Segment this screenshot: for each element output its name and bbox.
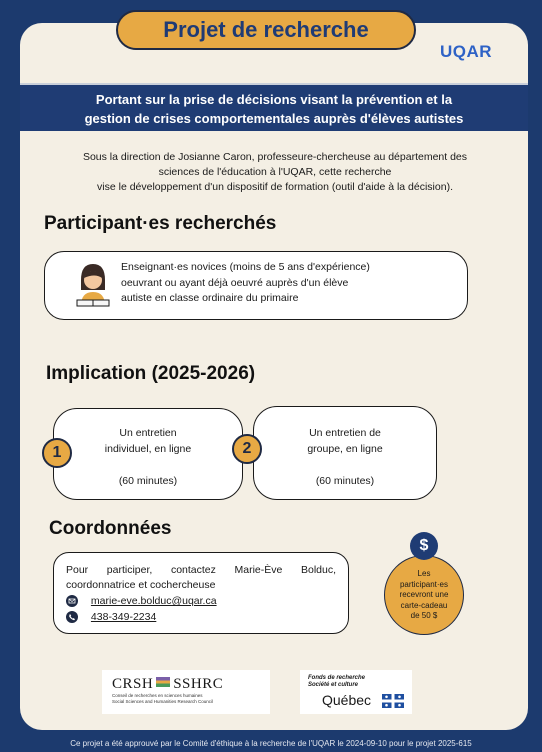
step-1-number: 1 <box>42 438 72 468</box>
contact-line-1: Pour participer, contactez Marie-Ève Bol… <box>66 564 336 576</box>
step-1-duration: (60 minutes) <box>118 475 178 487</box>
banner-line-2: gestion de crises comportementales auprè… <box>84 111 464 126</box>
dollar-icon: $ <box>410 532 438 560</box>
step-2-line-1: Un entretien de <box>309 427 381 439</box>
gift-line-2: participant·es <box>399 579 449 589</box>
step-1-line-1: Un entretien <box>119 427 177 439</box>
gift-line-5: de 50 $ <box>410 611 438 620</box>
uqar-logo: UQAR <box>440 42 493 61</box>
subtitle-banner: Portant sur la prise de décisions visant… <box>20 83 528 131</box>
banner-line-1: Portant sur la prise de décisions visant… <box>95 92 453 107</box>
contact-line-2: coordonnatrice et cochercheuse <box>66 579 216 591</box>
crsh-sshrc-logo: CRSH SSHRC Conseil de recherches en scien… <box>102 670 270 714</box>
frq-line-3: Québec <box>322 692 372 708</box>
intro-line-1: Sous la direction de Josianne Caron, pro… <box>82 151 468 163</box>
intro-text: Sous la direction de Josianne Caron, pro… <box>40 150 510 195</box>
email-link[interactable]: marie-eve.bolduc@uqar.ca <box>90 595 217 607</box>
page-title: Projet de recherche <box>116 10 416 50</box>
teacher-reading-icon <box>76 264 110 307</box>
participants-line-2: oeuvrant ou ayant déjà oeuvré auprès d'u… <box>121 276 349 289</box>
intro-line-3: vise le développement d'un dispositif de… <box>97 181 453 193</box>
participants-description: Enseignant·es novices (moins de 5 ans d'… <box>121 260 370 307</box>
mail-icon <box>66 595 78 608</box>
frq-line-2: Société et culture <box>308 682 359 688</box>
step-2-duration: (60 minutes) <box>315 475 375 487</box>
phone-row: 438-349-2234 <box>66 611 157 624</box>
gift-line-4: carte-cadeau <box>400 600 448 610</box>
gift-line-1: Les <box>417 569 431 578</box>
step-2-number: 2 <box>232 434 262 464</box>
participants-line-1: Enseignant·es novices (moins de 5 ans d'… <box>121 261 370 273</box>
email-row: marie-eve.bolduc@uqar.ca <box>66 595 217 608</box>
crsh-bars-icon <box>156 677 171 687</box>
crsh-text: CRSH <box>112 676 154 692</box>
crsh-sub-1: Conseil de recherches en sciences humain… <box>112 693 203 698</box>
step-1-line-2: individuel, en ligne <box>104 443 192 455</box>
phone-link[interactable]: 438-349-2234 <box>90 611 157 623</box>
contact-description: Pour participer, contactez Marie-Ève Bol… <box>66 563 336 593</box>
gift-card-badge: Les participant·es recevront une carte-c… <box>384 555 464 635</box>
quebec-flag-icon <box>382 694 404 708</box>
step-1-box: Un entretien individuel, en ligne (60 mi… <box>53 408 243 500</box>
contact-box: Pour participer, contactez Marie-Ève Bol… <box>53 552 349 634</box>
frq-logo: Fonds de recherche Société et culture Qu… <box>300 670 412 714</box>
frq-line-1: Fonds de recherche <box>308 675 366 681</box>
sshrc-text: SSHRC <box>173 676 224 692</box>
ethics-footer: Ce projet a été approuvé par le Comité d… <box>70 739 472 748</box>
participants-heading: Participant·es recherchés <box>44 213 277 234</box>
contact-heading: Coordonnées <box>49 518 172 539</box>
crsh-wordmark: CRSH SSHRC <box>112 676 260 693</box>
participants-line-3: autiste en classe ordinaire du primaire <box>121 292 299 304</box>
phone-icon <box>66 611 78 624</box>
step-2-box: Un entretien de groupe, en ligne (60 min… <box>253 406 437 500</box>
intro-line-2: sciences de l'éducation à l'UQAR, cette … <box>158 166 392 178</box>
step-2-line-2: groupe, en ligne <box>307 443 383 455</box>
crsh-sub-2: Social Sciences and Humanities Research … <box>112 699 214 704</box>
participants-box: Enseignant·es novices (moins de 5 ans d'… <box>44 251 468 320</box>
implication-heading: Implication (2025-2026) <box>46 363 256 384</box>
gift-line-3: recevront une <box>399 590 449 599</box>
